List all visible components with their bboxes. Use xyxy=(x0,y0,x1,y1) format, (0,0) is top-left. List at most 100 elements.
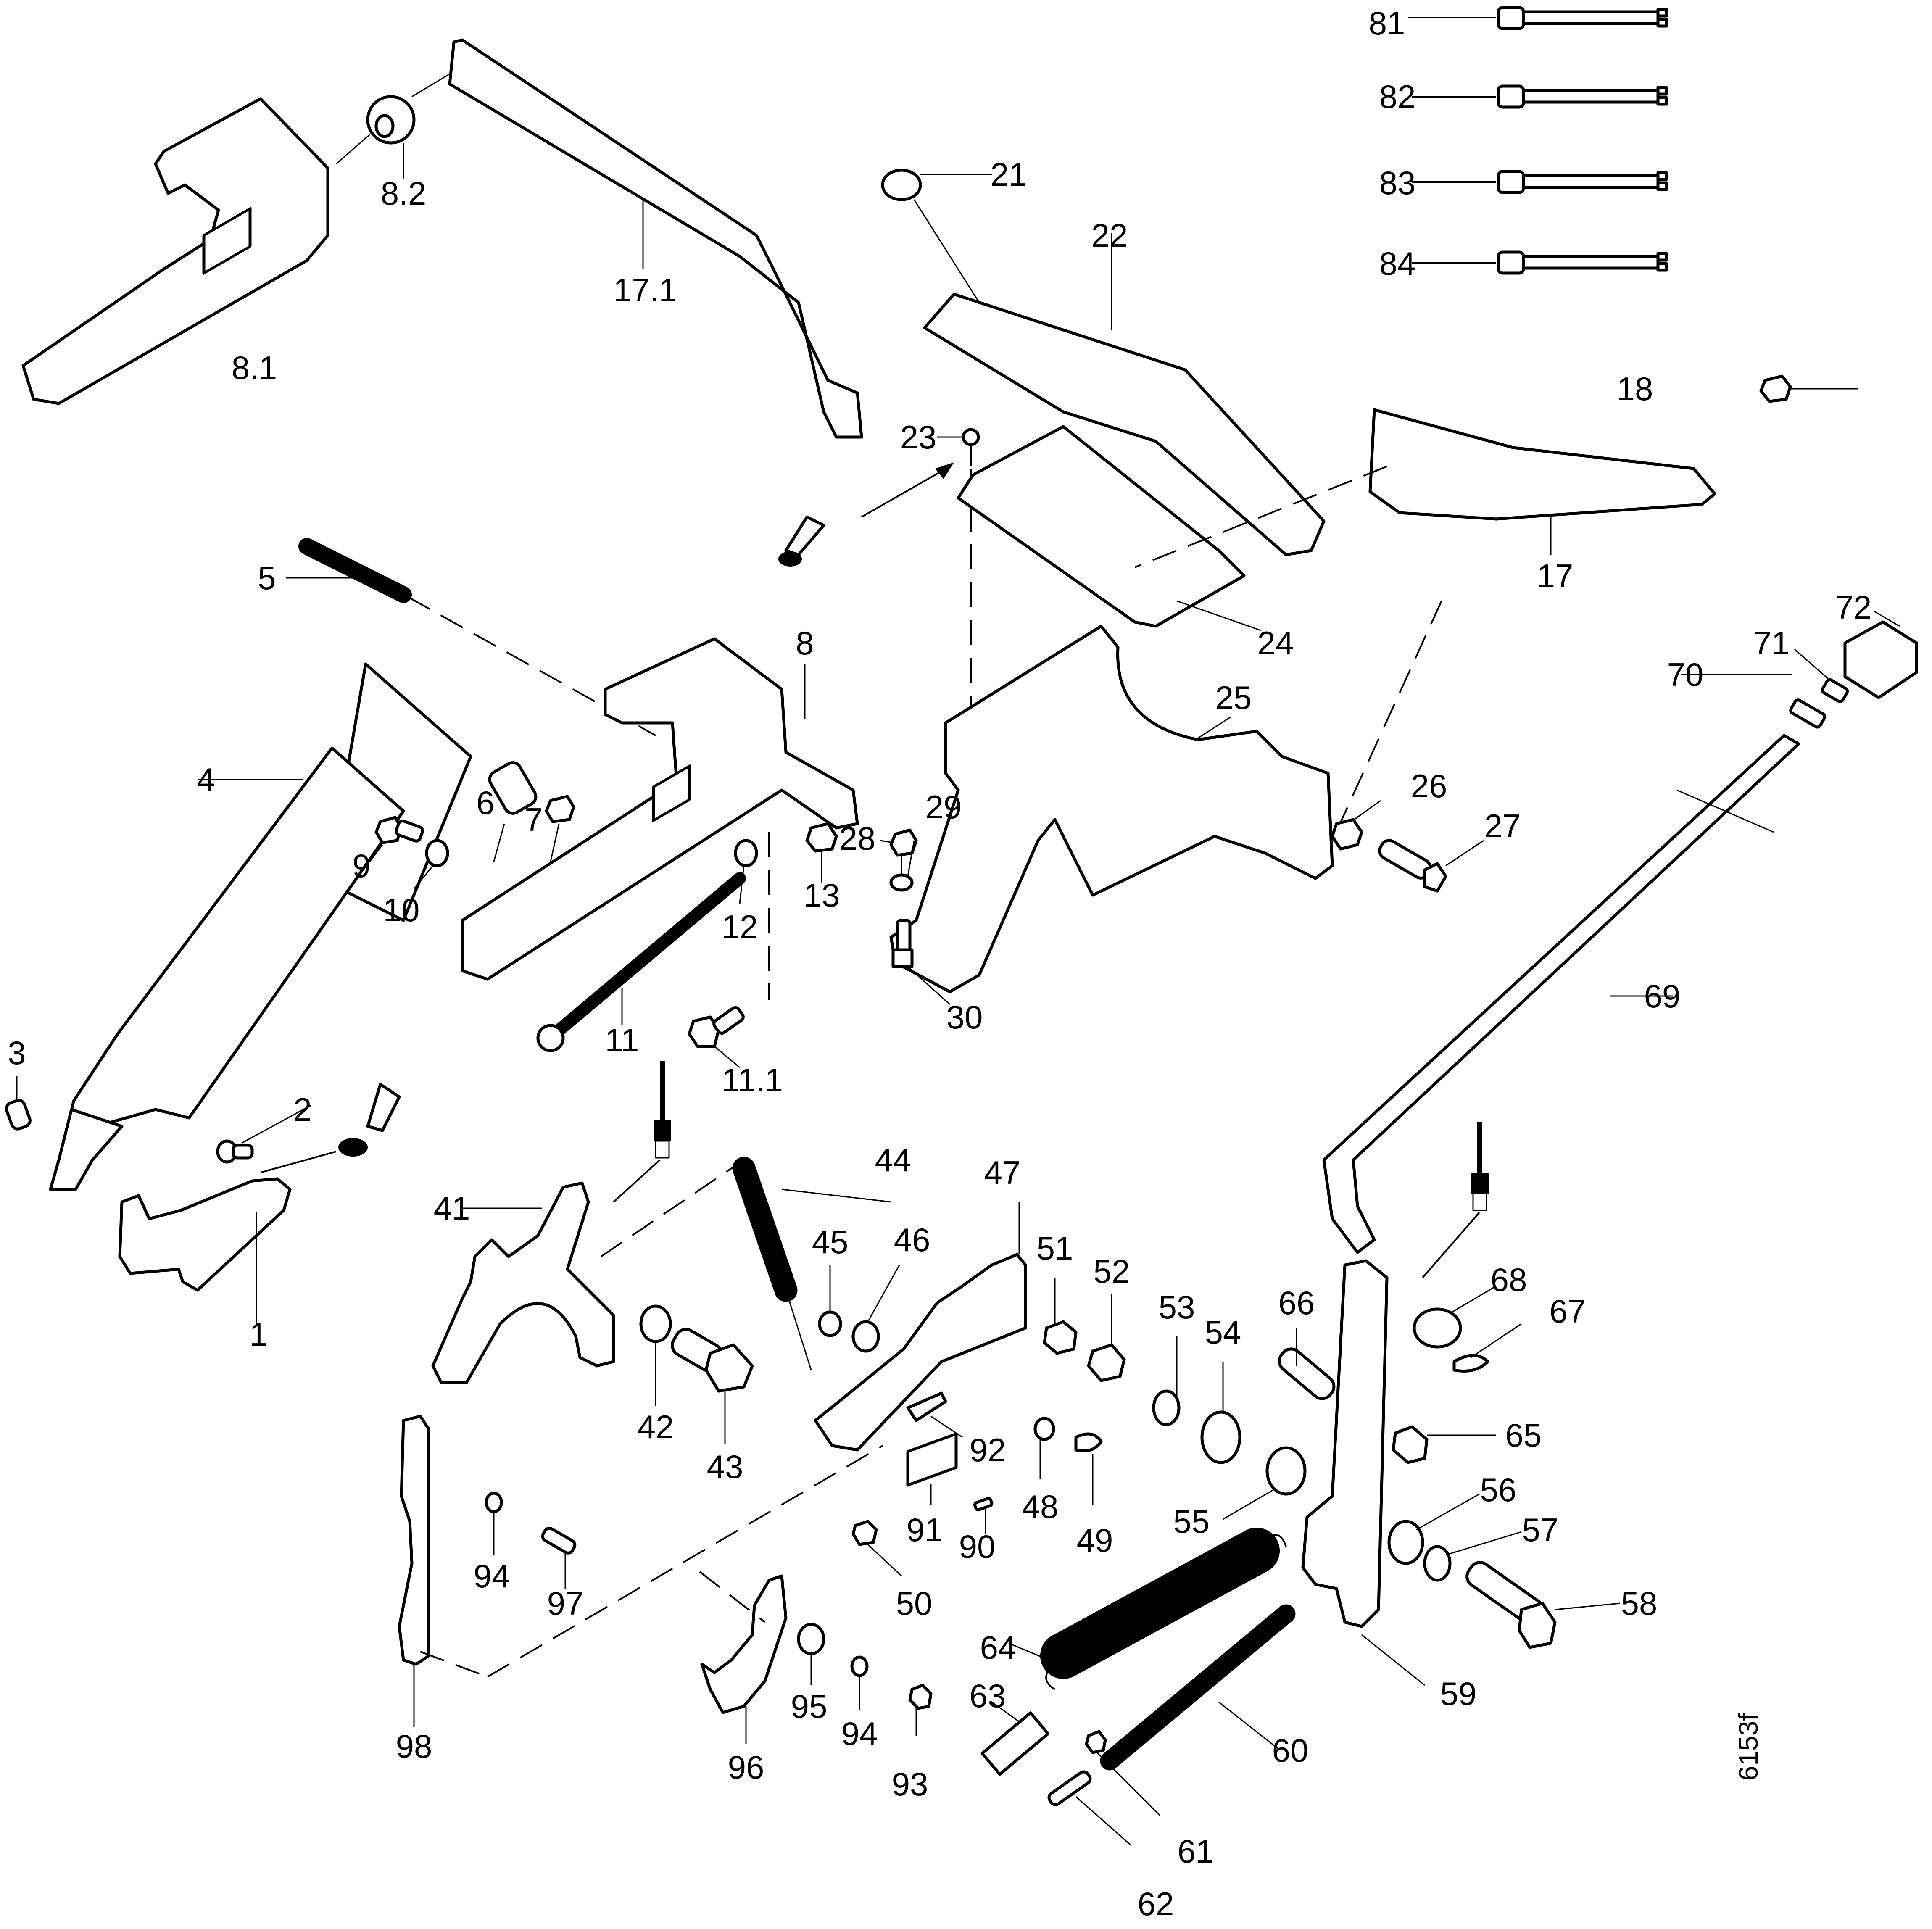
callout-11-1: 11.1 xyxy=(721,1062,783,1099)
callout-68: 68 xyxy=(1490,1261,1527,1298)
callout-44: 44 xyxy=(875,1141,912,1178)
screw-97 xyxy=(541,1526,577,1555)
bracket-17 xyxy=(1368,408,1716,521)
rod-60 xyxy=(1100,1604,1296,1771)
callout-6: 6 xyxy=(476,784,495,821)
callout-5: 5 xyxy=(258,559,276,596)
callout-67: 67 xyxy=(1549,1293,1586,1330)
callout-21: 21 xyxy=(990,156,1027,193)
drawing-code: 6153f xyxy=(1733,1713,1764,1781)
cable-84 xyxy=(1412,250,1668,275)
screw-90 xyxy=(973,1497,994,1512)
pin-3 xyxy=(5,1099,32,1131)
washer-29 xyxy=(889,873,914,892)
bushing-71 xyxy=(1821,678,1849,703)
callout-25: 25 xyxy=(1215,679,1252,716)
callout-23: 23 xyxy=(900,419,937,456)
nut-50 xyxy=(851,1520,878,1546)
handle-72 xyxy=(1843,620,1918,699)
callout-17: 17 xyxy=(1537,557,1574,594)
callout-29: 29 xyxy=(925,788,962,825)
clip-49 xyxy=(1074,1432,1103,1452)
control-box-24 xyxy=(957,425,1246,628)
bracket-1 xyxy=(118,1177,292,1292)
spring-44 xyxy=(732,1157,798,1302)
callout-90: 90 xyxy=(959,1528,996,1565)
callout-53: 53 xyxy=(1158,1289,1195,1326)
nut-26 xyxy=(1331,818,1363,851)
callout-62: 62 xyxy=(1137,1885,1174,1922)
pin-68 xyxy=(1413,1307,1462,1349)
clevis-63 xyxy=(980,1711,1050,1776)
brush-icon xyxy=(1422,1122,1489,1278)
callout-48: 48 xyxy=(1022,1488,1059,1525)
bracket-96 xyxy=(700,1574,788,1714)
glue-tube-icon xyxy=(784,515,825,556)
callout-95: 95 xyxy=(791,1688,828,1725)
callout-91: 91 xyxy=(906,1511,943,1548)
callout-43: 43 xyxy=(706,1448,743,1485)
nut-56 xyxy=(1387,1520,1424,1565)
bushing-46 xyxy=(851,1320,880,1353)
callout-4: 4 xyxy=(197,761,215,798)
callout-8-2: 8.2 xyxy=(380,175,427,212)
callout-9: 9 xyxy=(352,847,371,884)
callout-94a: 94 xyxy=(473,1557,510,1594)
callout-46: 46 xyxy=(894,1221,930,1258)
washer-94a xyxy=(485,1492,503,1513)
callout-69: 69 xyxy=(1644,978,1681,1015)
callout-60: 60 xyxy=(1272,1732,1309,1769)
washer-57 xyxy=(1423,1545,1452,1582)
callout-98: 98 xyxy=(395,1728,432,1765)
callout-45: 45 xyxy=(812,1223,849,1260)
pin-62 xyxy=(1047,1770,1092,1806)
callout-51: 51 xyxy=(1036,1230,1073,1267)
callout-42: 42 xyxy=(637,1408,674,1445)
screw-23 xyxy=(962,428,980,446)
callout-8-1: 8.1 xyxy=(231,349,277,386)
callout-52: 52 xyxy=(1093,1253,1130,1290)
callout-92: 92 xyxy=(969,1431,1006,1468)
bracket-41 xyxy=(431,1181,615,1384)
washer-48 xyxy=(1033,1417,1055,1441)
callout-64: 64 xyxy=(980,1629,1017,1666)
callout-70: 70 xyxy=(1667,656,1704,693)
washer-53 xyxy=(1152,1389,1181,1426)
glue-tube-icon xyxy=(366,1083,401,1132)
callout-54: 54 xyxy=(1205,1314,1241,1351)
callout-8: 8 xyxy=(796,625,814,661)
callout-1: 1 xyxy=(249,1316,268,1353)
bracket-17-1 xyxy=(448,38,863,439)
callout-13: 13 xyxy=(803,877,840,914)
callout-71: 71 xyxy=(1753,625,1790,661)
callout-22: 22 xyxy=(1091,217,1128,254)
callout-2: 2 xyxy=(293,1091,312,1128)
lever-47 xyxy=(814,1253,1027,1452)
callout-63: 63 xyxy=(969,1677,1006,1714)
cable-81 xyxy=(1408,6,1668,30)
callout-47: 47 xyxy=(984,1154,1021,1191)
callout-93: 93 xyxy=(891,1766,928,1803)
screw-11 xyxy=(548,872,746,1040)
micro-switch-91 xyxy=(906,1432,958,1487)
callout-17-1: 17.1 xyxy=(613,271,677,308)
bracket-8-1 xyxy=(21,97,329,405)
cap-21 xyxy=(881,169,922,201)
callout-11: 11 xyxy=(605,1022,639,1059)
clip-92 xyxy=(906,1391,947,1422)
pin-66 xyxy=(1278,1347,1336,1400)
cable-83 xyxy=(1412,170,1668,194)
spring-64 xyxy=(1040,1528,1280,1679)
callout-41: 41 xyxy=(433,1190,470,1227)
nut-65 xyxy=(1392,1425,1429,1464)
callout-55: 55 xyxy=(1173,1503,1210,1540)
callout-3: 3 xyxy=(8,1034,26,1071)
washer-42 xyxy=(639,1304,672,1343)
callout-82: 82 xyxy=(1379,78,1416,115)
callout-12: 12 xyxy=(721,908,758,945)
callout-94b: 94 xyxy=(841,1715,878,1752)
callout-58: 58 xyxy=(1621,1585,1658,1622)
nut-61 xyxy=(1085,1730,1107,1754)
callout-81: 81 xyxy=(1368,5,1405,42)
